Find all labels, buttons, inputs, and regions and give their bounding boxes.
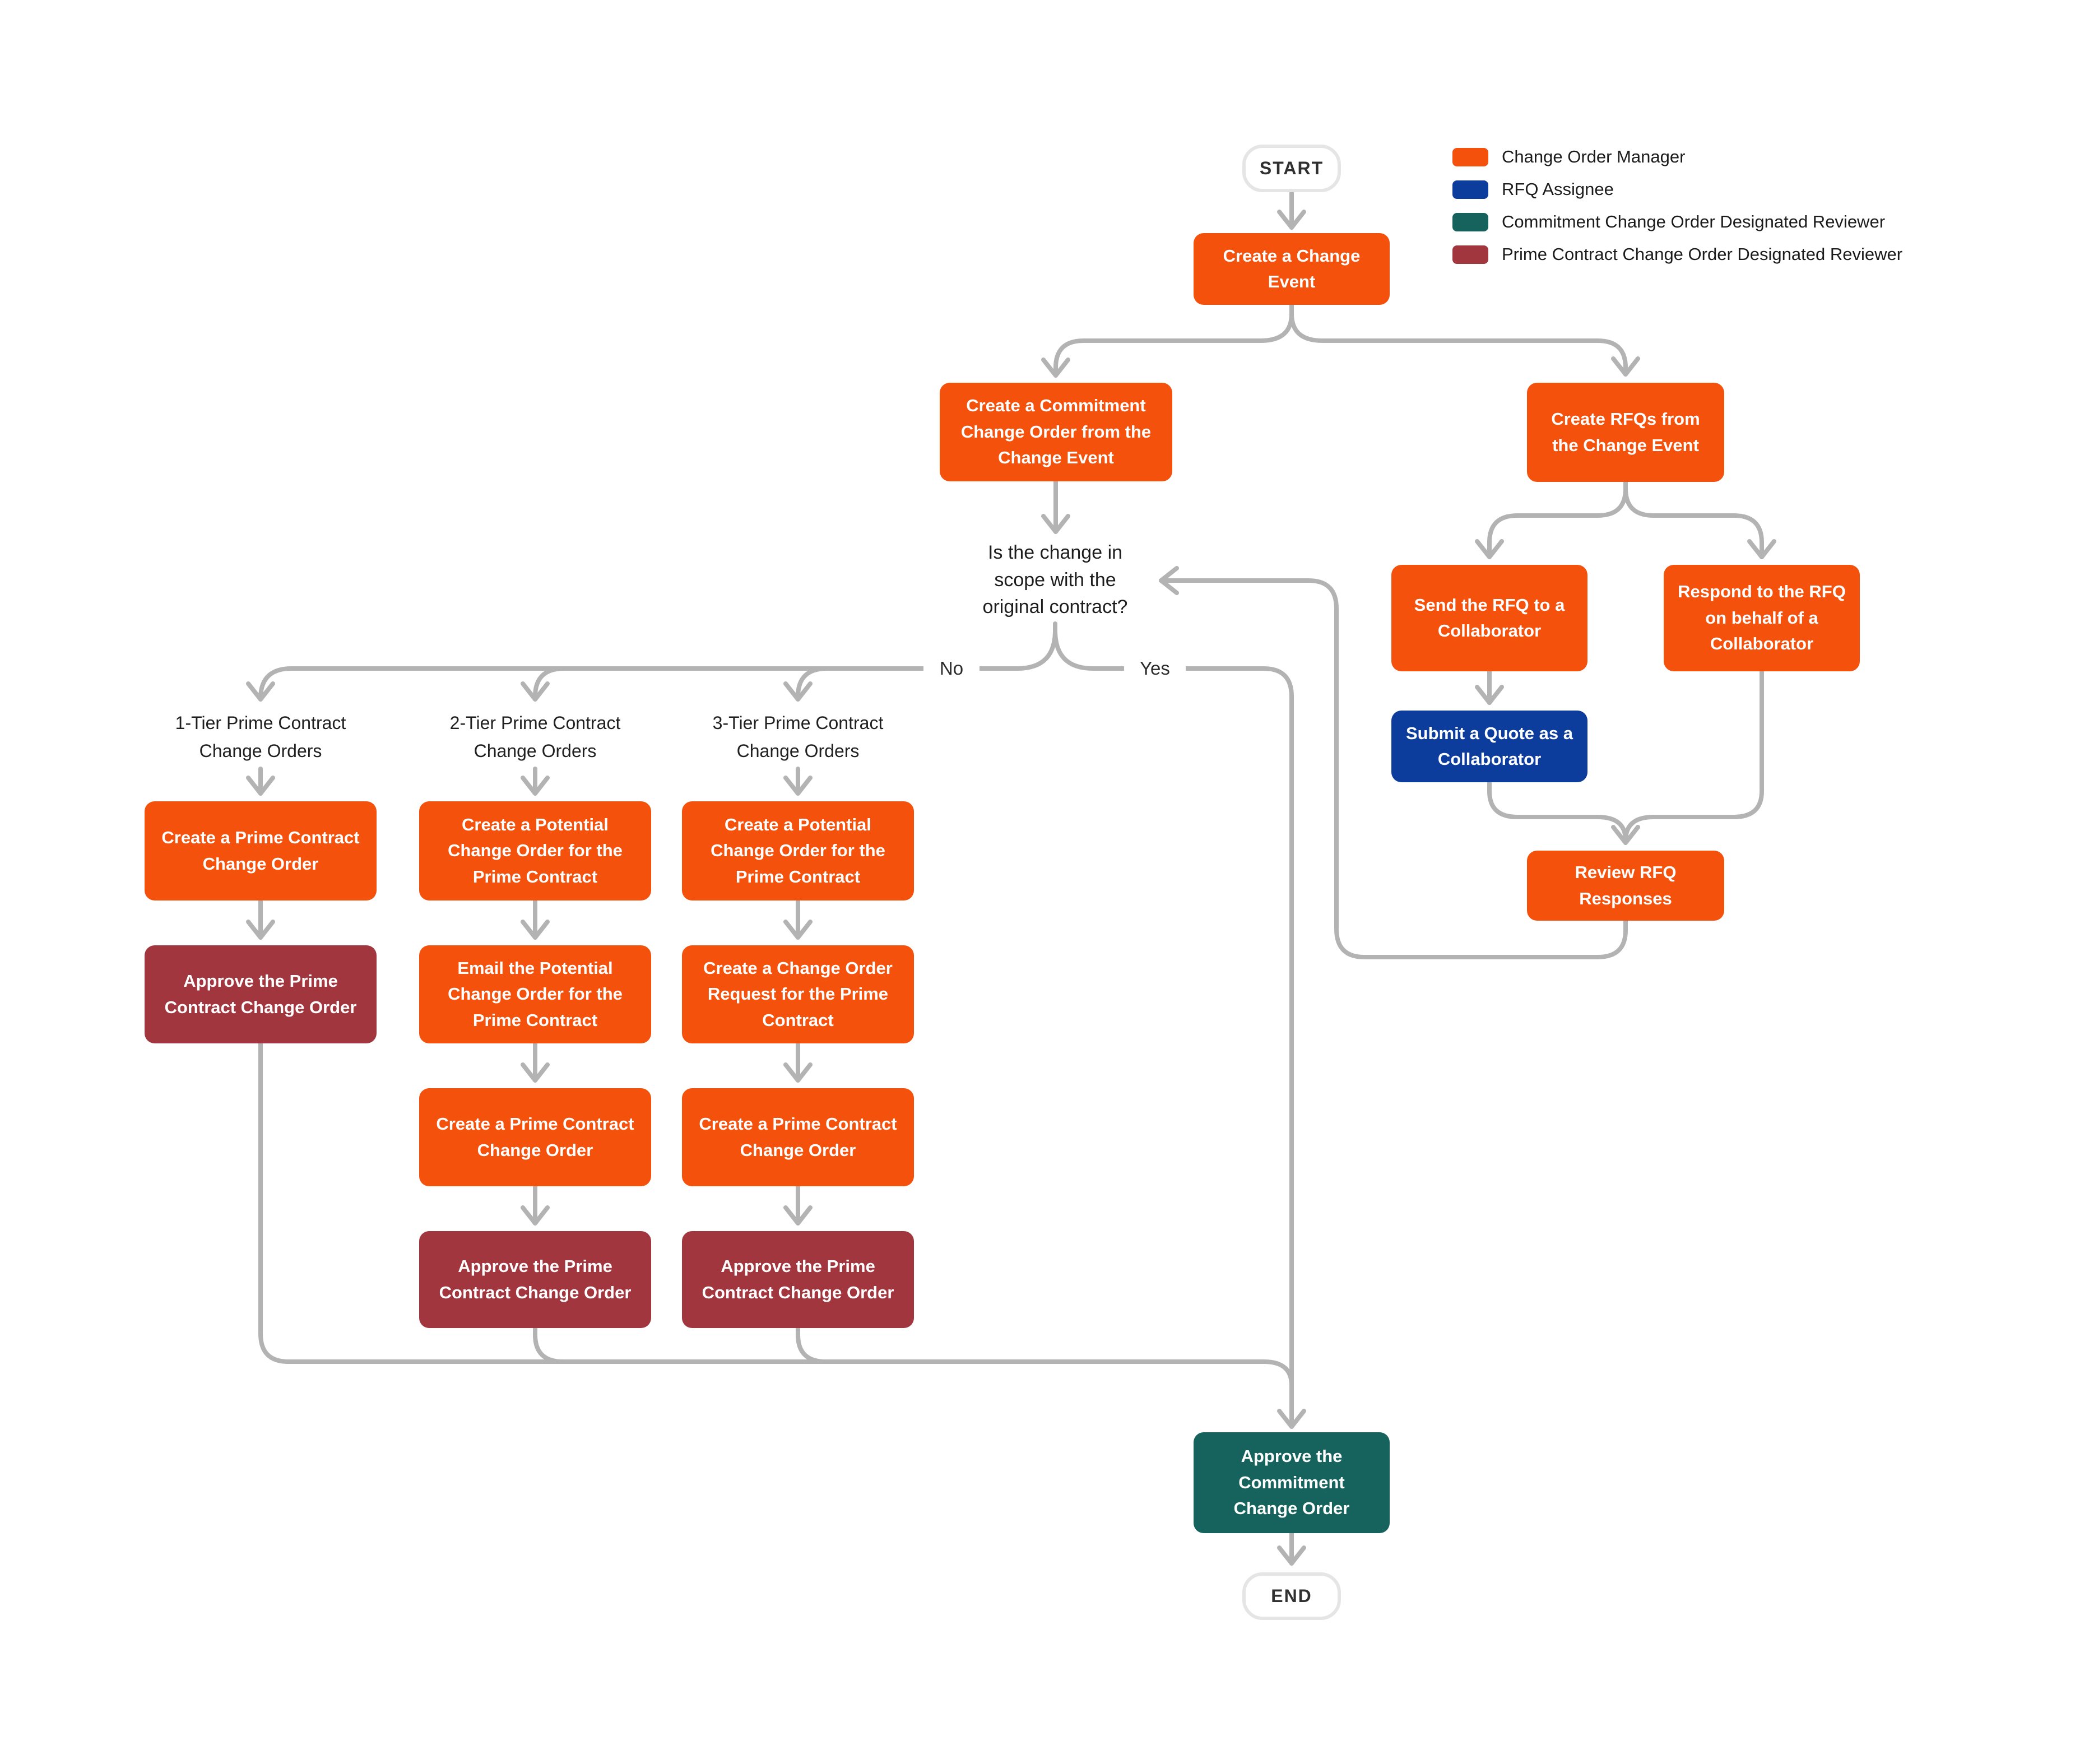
- connector-event-to-rfqs: [1289, 312, 1640, 377]
- node-t3-approve-prime-contract-change-order: Approve the Prime Contract Change Order: [682, 1231, 914, 1328]
- connector-rfqs-to-send: [1475, 480, 1628, 559]
- node-t3-create-prime-contract-change-order: Create a Prime Contract Change Order: [682, 1088, 914, 1186]
- node-t3-create-potential-change-order: Create a Potential Change Order for the …: [682, 801, 914, 900]
- legend-item-commitment-reviewer: Commitment Change Order Designated Revie…: [1452, 212, 1902, 232]
- node-t2-create-prime-contract-change-order: Create a Prime Contract Change Order: [419, 1088, 651, 1186]
- connector-respond-to-review: [1623, 669, 1764, 843]
- connector-no-line-drop-tier3: [783, 666, 829, 702]
- node-t2-create-potential-change-order: Create a Potential Change Order for the …: [419, 801, 651, 900]
- node-t1-create-prime-contract-change-order: Create a Prime Contract Change Order: [145, 801, 377, 900]
- edge-label-yes: Yes: [1124, 656, 1186, 681]
- node-create-change-event: Create a Change Event: [1194, 233, 1390, 305]
- node-create-rfqs: Create RFQs from the Change Event: [1527, 383, 1724, 482]
- connector-decision-stub-no: [977, 621, 1057, 671]
- node-send-rfq: Send the RFQ to a Collaborator: [1391, 565, 1587, 671]
- node-t2-approve-prime-contract-change-order: Approve the Prime Contract Change Order: [419, 1231, 651, 1328]
- legend: Change Order Manager RFQ Assignee Commit…: [1452, 147, 1902, 264]
- legend-item-rfq-assignee: RFQ Assignee: [1452, 179, 1902, 199]
- node-approve-commitment-change-order: Approve the Commitment Change Order: [1194, 1432, 1390, 1533]
- connector-review-return-to-decision: [1159, 566, 1628, 959]
- node-t2-email-potential-change-order: Email the Potential Change Order for the…: [419, 945, 651, 1043]
- node-create-commitment-change-order: Create a Commitment Change Order from th…: [940, 383, 1172, 481]
- tier2-header: 2-Tier Prime Contract Change Orders: [449, 713, 621, 761]
- legend-label: Change Order Manager: [1502, 147, 1686, 166]
- connector-t3-approve-merge: [796, 1326, 828, 1364]
- legend-label: Commitment Change Order Designated Revie…: [1502, 212, 1886, 231]
- legend-swatch-change-order-manager: [1452, 147, 1488, 166]
- node-respond-rfq: Respond to the RFQ on behalf of a Collab…: [1664, 565, 1860, 671]
- connector-t2-approve-merge: [533, 1326, 565, 1364]
- start-terminator: START: [1242, 145, 1341, 192]
- connector-submit-to-review: [1487, 780, 1640, 845]
- connector-decision-stub-yes: [1053, 628, 1127, 671]
- legend-label: RFQ Assignee: [1502, 179, 1614, 199]
- legend-item-prime-contract-reviewer: Prime Contract Change Order Designated R…: [1452, 244, 1902, 264]
- connector-event-to-commitment: [1041, 303, 1294, 378]
- connector-rfqs-to-respond: [1623, 486, 1776, 559]
- node-t1-approve-prime-contract-change-order: Approve the Prime Contract Change Order: [145, 945, 377, 1043]
- tier3-header: 3-Tier Prime Contract Change Orders: [712, 713, 884, 761]
- decision-question: Is the change in scope with the original…: [982, 542, 1128, 618]
- connector-no-line-to-tier1: [246, 666, 928, 702]
- node-submit-quote: Submit a Quote as a Collaborator: [1391, 711, 1587, 782]
- legend-swatch-prime-contract-reviewer: [1452, 245, 1488, 264]
- connector-t1-approve-merge: [258, 1041, 1294, 1387]
- end-terminator: END: [1242, 1572, 1341, 1620]
- legend-item-change-order-manager: Change Order Manager: [1452, 147, 1902, 167]
- edge-label-no: No: [923, 656, 980, 681]
- node-review-rfq-responses: Review RFQ Responses: [1527, 851, 1724, 921]
- tier1-header: 1-Tier Prime Contract Change Orders: [175, 713, 346, 761]
- node-t3-create-change-order-request: Create a Change Order Request for the Pr…: [682, 945, 914, 1043]
- legend-swatch-commitment-reviewer: [1452, 212, 1488, 231]
- connector-yes-line-to-approve-commitment: [1181, 666, 1306, 1429]
- legend-swatch-rfq-assignee: [1452, 180, 1488, 199]
- connector-no-line-drop-tier2: [521, 666, 567, 702]
- legend-label: Prime Contract Change Order Designated R…: [1502, 244, 1903, 264]
